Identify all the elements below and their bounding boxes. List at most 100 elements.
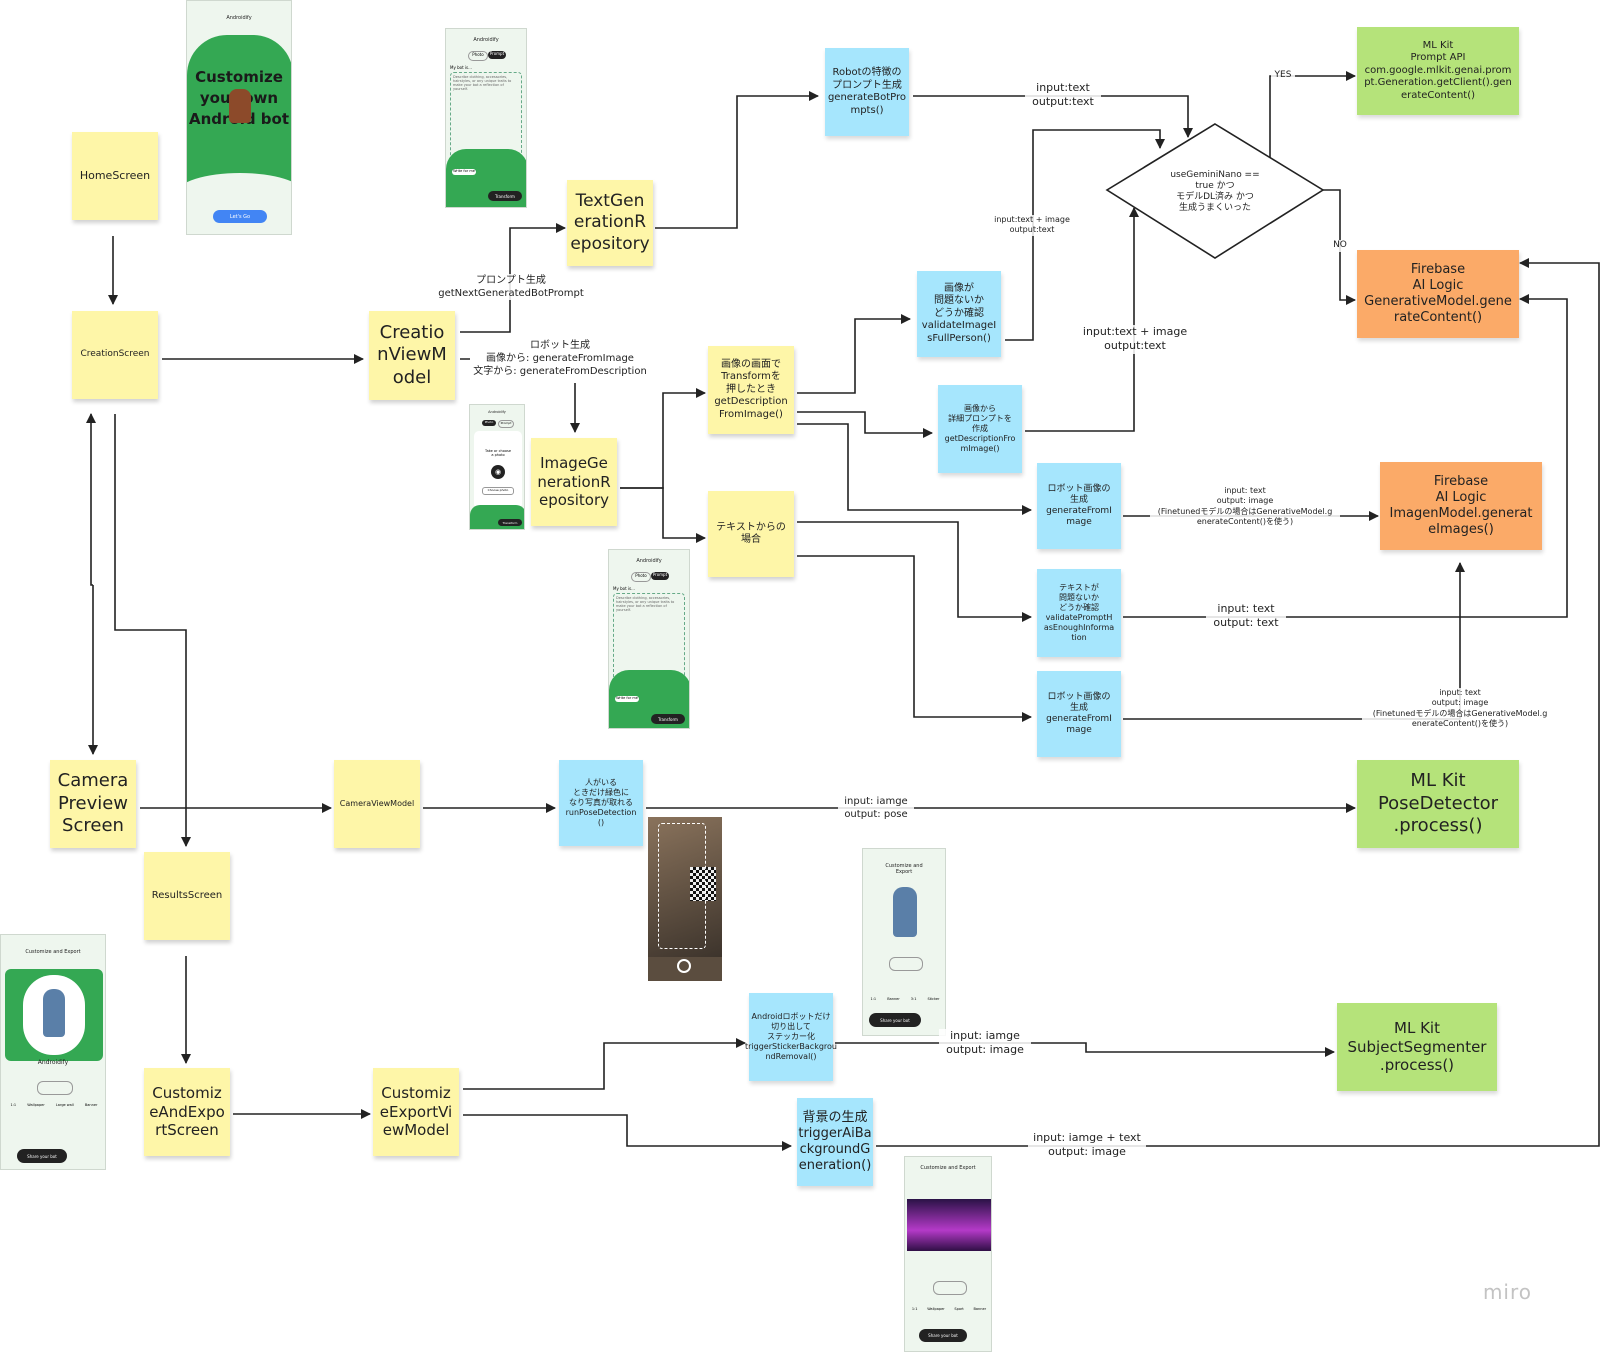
node-pose-detection: 人がいる ときだけ緑色に なり写真が取れる runPoseDetection (… xyxy=(559,760,643,846)
edge-textcase-to-validateprompt xyxy=(797,521,1032,622)
phone-sticker-mockup: Customize and Export 1:1 Banner 3:1 Stic… xyxy=(862,848,946,1036)
node-robot-image-generation-2: ロボット画像の 生成 generateFromI mage xyxy=(1037,671,1121,757)
phone-option[interactable]: Banner xyxy=(973,1307,987,1311)
edge-viewmodel-to-imagegen xyxy=(460,358,575,432)
phone-bot-figure xyxy=(893,887,917,937)
node-bot-prompt-generation: Robotの特徴の プロンプト生成 generateBotPro mpts() xyxy=(825,48,909,136)
phone-app-title: Androidify xyxy=(473,37,499,43)
node-use-gemini-nano-decision: useGeminiNano == true かつ モデルDL済み かつ 生成うま… xyxy=(1170,169,1260,214)
edge-imagegen-to-transform xyxy=(620,388,706,489)
label-no: NO xyxy=(1329,240,1351,252)
phone-section-label: My bot is... xyxy=(450,65,472,70)
phone-bot-figure xyxy=(229,89,251,123)
decision-diamond xyxy=(1105,123,1325,259)
edge-transform-to-validateimage xyxy=(797,314,911,394)
phone-tab-prompt[interactable]: Prompt xyxy=(651,572,669,580)
phone-option-row: 1:1 Banner 3:1 Sticker xyxy=(865,997,945,1001)
edge-textgen-to-botprompt xyxy=(655,91,819,229)
label-robot-generation: ロボット生成 画像から: generateFromImage 文字から: gen… xyxy=(470,339,650,378)
edge-imagegen-to-textcase xyxy=(620,487,706,543)
phone-lets-go-button[interactable]: Let's Go xyxy=(213,210,267,223)
edge-validateprompt-to-generative xyxy=(1123,294,1568,618)
phone-results-mockup: Customize and Export Androidify 1:1 Wall… xyxy=(0,934,106,1170)
phone-option[interactable]: 1:1 xyxy=(911,1307,918,1311)
phone-option[interactable]: Wallpaper xyxy=(27,1103,45,1107)
phone-tab-prompt[interactable]: Prompt xyxy=(498,420,514,428)
phone-title: Customize and Export xyxy=(25,949,81,955)
phone-transform-button[interactable]: Transform xyxy=(498,519,522,526)
label-bot-prompt-io: input:text output:text xyxy=(1025,81,1101,110)
node-transform-from-image: 画像の画面で Transformを 押したとき getDescription F… xyxy=(708,346,794,434)
phone-option[interactable]: Sport xyxy=(954,1307,964,1311)
phone-option[interactable]: Banner xyxy=(84,1103,98,1107)
phone-green-footer xyxy=(470,505,524,529)
camera-icon[interactable]: ◉ xyxy=(491,465,505,479)
label-detail-prompt-io: input:text + image output:text xyxy=(1080,325,1190,354)
phone-tab-photo[interactable]: Photo xyxy=(631,572,651,582)
node-validate-full-person: 画像が 問題ないか どうか確認 validateImageI sFullPers… xyxy=(917,271,1001,357)
label-validate-image-io: input:text + image output:text xyxy=(989,215,1075,236)
node-firebase-generative-model: Firebase AI Logic GenerativeModel.gene r… xyxy=(1357,250,1519,338)
phone-write-chip[interactable]: Write for me xyxy=(452,169,476,175)
edge-customizevm-to-sticker xyxy=(463,1038,746,1090)
edge-sticker-to-segmenter xyxy=(835,1042,1335,1057)
shutter-icon[interactable] xyxy=(677,959,691,973)
miro-watermark: miro xyxy=(1482,1280,1532,1304)
phone-transform-button[interactable]: Transform xyxy=(488,191,522,201)
phone-share-button[interactable]: Share your bot xyxy=(17,1149,67,1163)
edge-background-to-generative xyxy=(876,258,1600,1147)
phone-option-row: 1:1 Wallpaper Sport Banner xyxy=(907,1307,991,1311)
phone-camera-mockup xyxy=(648,817,722,981)
edge-validateimage-to-decision xyxy=(1005,129,1165,341)
node-creation-viewmodel: Creatio nViewM odel xyxy=(369,311,455,400)
node-detail-prompt-from-image: 画像から 詳細プロンプトを 作成 getDescriptionFro mImag… xyxy=(938,385,1022,473)
node-results-screen: ResultsScreen xyxy=(144,852,230,940)
phone-tab-photo[interactable]: Photo xyxy=(468,51,488,61)
phone-toggle[interactable] xyxy=(37,1081,73,1095)
node-home-screen: HomeScreen xyxy=(72,132,158,220)
phone-app-title: Androidify xyxy=(488,410,506,414)
edge-transform-to-robotgen1 xyxy=(797,423,1032,515)
phone-transform-button[interactable]: Transform xyxy=(651,714,685,724)
phone-option[interactable]: Sticker xyxy=(927,997,940,1001)
phone-option[interactable]: 1:1 xyxy=(870,997,877,1001)
phone-background-mockup: Customize and Export 1:1 Wallpaper Sport… xyxy=(904,1156,992,1352)
phone-option[interactable]: Wallpaper xyxy=(927,1307,945,1311)
phone-choose-chip[interactable]: Choose photo xyxy=(482,487,514,495)
phone-share-button[interactable]: Share your bot xyxy=(869,1013,921,1027)
label-prompt-generation: プロンプト生成 getNextGeneratedBotPrompt xyxy=(436,274,586,300)
phone-photo-pick-mockup: Androidify Photo Prompt Take or choose a… xyxy=(469,404,525,530)
phone-toggle[interactable] xyxy=(933,1281,967,1295)
node-firebase-imagen-model: Firebase AI Logic ImagenModel.generat eI… xyxy=(1380,462,1542,550)
node-robot-image-generation-1: ロボット画像の 生成 generateFromI mage xyxy=(1037,463,1121,549)
node-validate-prompt: テキストが 問題ないか どうか確認 validatePromptH asEnou… xyxy=(1037,569,1121,657)
phone-photo-prompt: Take or choose a photo xyxy=(485,449,511,457)
phone-bot-figure xyxy=(43,989,65,1037)
edge-detailprompt-to-decision xyxy=(1025,207,1139,432)
phone-option[interactable]: Large wall xyxy=(55,1103,74,1107)
phone-text-prompt-mockup: Androidify Photo Prompt My bot is... Des… xyxy=(445,28,527,208)
phone-share-button[interactable]: Share your bot xyxy=(919,1329,967,1342)
phone-title: Customize and Export xyxy=(885,863,923,875)
edge-textcase-to-robotgen2 xyxy=(797,555,1032,722)
phone-option[interactable]: Banner xyxy=(887,997,900,1001)
label-segmenter-io: input: iamge output: image xyxy=(939,1029,1031,1058)
label-background-io: input: iamge + text output: image xyxy=(1028,1131,1146,1160)
phone-option[interactable]: 3:1 xyxy=(910,997,917,1001)
node-image-generation-repository: ImageGe nerationR epository xyxy=(531,438,617,526)
label-pose-io: input: iamge output: pose xyxy=(838,795,914,821)
phone-toggle[interactable] xyxy=(889,957,923,971)
label-validate-prompt-io: input: text output: text xyxy=(1206,602,1286,631)
phone-tab-photo[interactable]: Photo xyxy=(482,420,496,426)
node-from-text-case: テキストからの 場合 xyxy=(708,491,794,577)
phone-write-chip[interactable]: Write for me xyxy=(615,696,639,702)
label-yes: YES xyxy=(1271,70,1295,82)
phone-option[interactable]: 1:1 xyxy=(10,1103,17,1107)
node-camera-preview-screen: Camera Preview Screen xyxy=(50,760,136,848)
edge-creation-to-results xyxy=(114,414,191,847)
phone-tab-prompt[interactable]: Prompt xyxy=(488,51,506,59)
node-mlkit-subject-segmenter: ML Kit SubjectSegmenter .process() xyxy=(1337,1003,1497,1091)
edge-customizevm-to-background xyxy=(463,1114,792,1151)
node-customize-export-viewmodel: Customiz eExportVi ewModel xyxy=(373,1068,459,1156)
phone-headline: Customize your own Android bot xyxy=(188,68,290,128)
